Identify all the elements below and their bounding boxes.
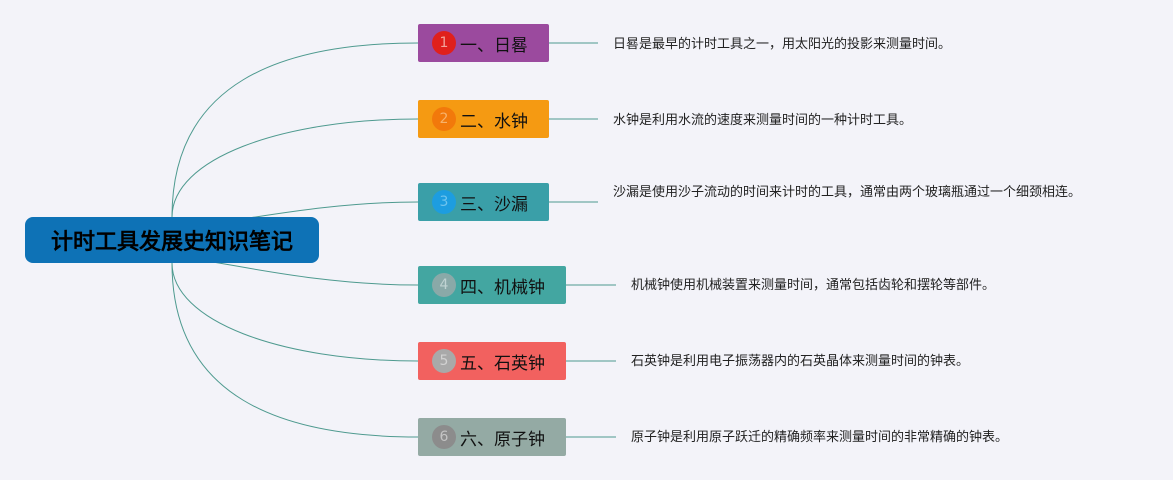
badge-number: 6 bbox=[439, 429, 449, 445]
number-badge-icon: 3 bbox=[432, 190, 456, 214]
connector-curve-2 bbox=[171, 118, 419, 218]
badge-number: 5 bbox=[439, 353, 449, 369]
branch-node-5[interactable]: 5 五、石英钟 bbox=[418, 342, 566, 380]
badge-number: 2 bbox=[439, 111, 449, 127]
branch-description-1: 日晷是最早的计时工具之一，用太阳光的投影来测量时间。 bbox=[613, 37, 952, 52]
connector-curve-6 bbox=[171, 262, 419, 438]
branch-description-4: 机械钟使用机械装置来测量时间，通常包括齿轮和摆轮等部件。 bbox=[631, 278, 996, 293]
branch-node-3[interactable]: 3 三、沙漏 bbox=[418, 183, 549, 221]
branch-label: 一、日晷 bbox=[460, 35, 528, 56]
branch-description-3: 沙漏是使用沙子流动的时间来计时的工具，通常由两个玻璃瓶通过一个细颈相连。 bbox=[613, 185, 1082, 200]
branch-node-4[interactable]: 4 四、机械钟 bbox=[418, 266, 566, 304]
branch-label: 三、沙漏 bbox=[460, 194, 528, 215]
badge-number: 1 bbox=[439, 35, 449, 51]
connector-curve-5 bbox=[171, 262, 419, 362]
branch-description-5: 石英钟是利用电子振荡器内的石英晶体来测量时间的钟表。 bbox=[631, 354, 970, 369]
number-badge-icon: 2 bbox=[432, 107, 456, 131]
branch-label: 二、水钟 bbox=[460, 111, 528, 132]
branch-label: 五、石英钟 bbox=[460, 353, 545, 374]
branch-description-2: 水钟是利用水流的速度来测量时间的一种计时工具。 bbox=[613, 113, 913, 128]
root-node[interactable]: 计时工具发展史知识笔记 bbox=[25, 217, 319, 263]
root-title: 计时工具发展史知识笔记 bbox=[50, 230, 293, 255]
branch-node-6[interactable]: 6 六、原子钟 bbox=[418, 418, 566, 456]
branch-description-6: 原子钟是利用原子跃迁的精确频率来测量时间的非常精确的钟表。 bbox=[631, 430, 1009, 445]
connector-curve-1 bbox=[171, 42, 419, 218]
number-badge-icon: 1 bbox=[432, 31, 456, 55]
badge-number: 3 bbox=[439, 194, 449, 210]
badge-number: 4 bbox=[439, 277, 449, 293]
branch-label: 六、原子钟 bbox=[460, 429, 545, 450]
number-badge-icon: 4 bbox=[432, 273, 456, 297]
branch-node-2[interactable]: 2 二、水钟 bbox=[418, 100, 549, 138]
number-badge-icon: 5 bbox=[432, 349, 456, 373]
branch-label: 四、机械钟 bbox=[460, 277, 545, 298]
branch-node-1[interactable]: 1 一、日晷 bbox=[418, 24, 549, 62]
number-badge-icon: 6 bbox=[432, 425, 456, 449]
